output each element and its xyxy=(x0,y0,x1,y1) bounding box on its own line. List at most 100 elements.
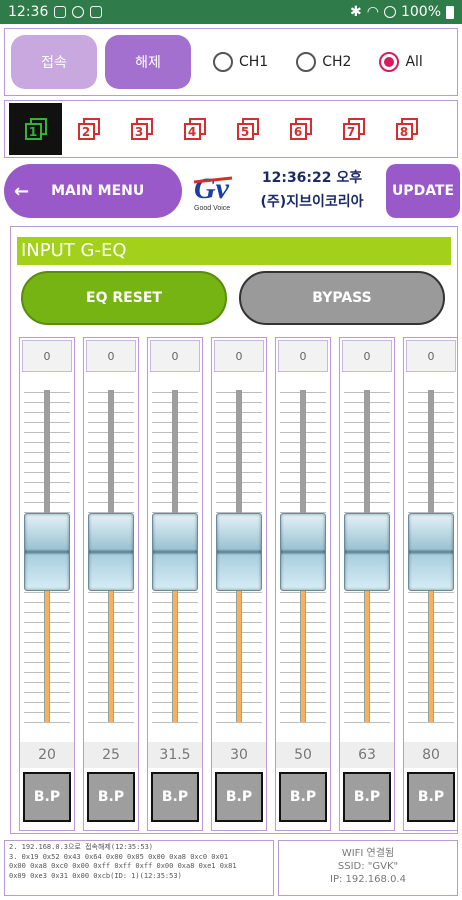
company-name: (주)지브이코리아 xyxy=(260,194,364,210)
band-bypass-button[interactable]: B.P xyxy=(343,772,391,822)
main-menu-button[interactable]: ← MAIN MENU xyxy=(4,164,182,218)
back-arrow-icon: ← xyxy=(14,180,30,202)
gain-value: 0 xyxy=(406,340,456,372)
battery-level: 100% xyxy=(400,4,441,20)
bypass-button[interactable]: BYPASS xyxy=(239,271,445,325)
radio-label: CH2 xyxy=(322,54,352,70)
radio-all[interactable]: All xyxy=(379,52,423,72)
band-frequency: 63 xyxy=(340,742,394,768)
radio-label: All xyxy=(405,54,423,70)
update-button[interactable]: UPDATE xyxy=(386,164,460,218)
fader-knob[interactable] xyxy=(88,513,134,591)
logo-g: Gv xyxy=(194,172,230,205)
channel-selector: 1 2 3 4 5 6 7 8 xyxy=(4,100,458,158)
channel-copy-icon: 8 xyxy=(395,118,418,140)
channel-button-6[interactable]: 6 xyxy=(274,103,327,155)
band-bypass-button[interactable]: B.P xyxy=(215,772,263,822)
main-menu-label: MAIN MENU xyxy=(51,183,145,199)
wifi-ssid: SSID: "GVK" xyxy=(337,861,399,872)
log-line: 0x09 0xe3 0x31 0x00 0xcb(ID: 1)(12:35:53… xyxy=(9,871,182,880)
battery-icon xyxy=(446,5,454,19)
status-time: 12:36 xyxy=(8,4,49,20)
band-frequency: 20 xyxy=(20,742,74,768)
band-bypass-button[interactable]: B.P xyxy=(407,772,455,822)
fader-knob[interactable] xyxy=(280,513,326,591)
fader-fill xyxy=(173,591,177,722)
message-log: 2. 192.168.0.3으로 접속해제(12:35:53)3. 0x19 0… xyxy=(4,840,274,896)
channel-number: 3 xyxy=(130,123,148,140)
channel-copy-icon: 3 xyxy=(130,118,153,140)
band-bypass-button[interactable]: B.P xyxy=(87,772,135,822)
clock-display: 12:36:22 오후 (주)지브이코리아 xyxy=(244,166,380,214)
radio-ch2[interactable]: CH2 xyxy=(296,52,351,72)
channel-copy-icon: 2 xyxy=(77,118,100,140)
channel-number: 1 xyxy=(24,123,42,140)
radio-ch1[interactable]: CH1 xyxy=(213,52,268,72)
bluetooth-icon: ✱ xyxy=(350,4,362,20)
channel-number: 2 xyxy=(77,123,95,140)
channel-button-1[interactable]: 1 xyxy=(9,103,62,155)
wifi-status: WIFI 연결됨 xyxy=(341,848,395,859)
log-line: 0x00 0xa8 0xc0 0x00 0xff 0xff 0xff 0x00 … xyxy=(9,862,237,870)
eq-title: INPUT G-EQ xyxy=(17,237,451,265)
wifi-ip: IP: 192.168.0.4 xyxy=(330,874,406,885)
channel-button-2[interactable]: 2 xyxy=(62,103,115,155)
clock-time: 12:36:22 오후 xyxy=(261,170,363,186)
gain-value: 0 xyxy=(86,340,136,372)
log-line: 3. 0x19 0x52 0x43 0x64 0x00 0x05 0x00 0x… xyxy=(9,852,229,861)
connect-button[interactable]: 접속 xyxy=(11,35,97,89)
channel-number: 4 xyxy=(183,123,201,140)
channel-button-7[interactable]: 7 xyxy=(327,103,380,155)
fader-fill xyxy=(301,591,305,722)
gain-value: 0 xyxy=(214,340,264,372)
channel-copy-icon: 6 xyxy=(289,118,312,140)
channel-number: 5 xyxy=(236,123,254,140)
channel-button-8[interactable]: 8 xyxy=(380,103,433,155)
band-bypass-button[interactable]: B.P xyxy=(279,772,327,822)
sync-icon xyxy=(72,6,85,18)
fader-knob[interactable] xyxy=(408,513,454,591)
fader-knob[interactable] xyxy=(344,513,390,591)
eq-reset-button[interactable]: EQ RESET xyxy=(21,271,227,325)
connection-panel: 접속 해제 CH1 CH2 All xyxy=(4,28,458,96)
status-bar: 12:36 ✱ ◠ 100% xyxy=(0,0,462,24)
gain-value: 0 xyxy=(22,340,72,372)
radio-indicator-icon xyxy=(213,52,233,72)
wifi-status-panel: WIFI 연결됨 SSID: "GVK" IP: 192.168.0.4 xyxy=(278,840,458,896)
band-frequency: 31.5 xyxy=(148,742,202,768)
gain-value: 0 xyxy=(278,340,328,372)
band-frequency: 30 xyxy=(212,742,266,768)
band-bypass-button[interactable]: B.P xyxy=(23,772,71,822)
do-not-disturb-icon xyxy=(383,6,396,18)
channel-copy-icon: 4 xyxy=(183,118,206,140)
fader-knob[interactable] xyxy=(152,513,198,591)
fader-knob[interactable] xyxy=(216,513,262,591)
gain-value: 0 xyxy=(342,340,392,372)
channel-button-3[interactable]: 3 xyxy=(115,103,168,155)
fader-fill xyxy=(429,591,433,722)
disconnect-button[interactable]: 해제 xyxy=(105,35,191,89)
fader-fill xyxy=(45,591,49,722)
channel-button-4[interactable]: 4 xyxy=(168,103,221,155)
channel-number: 6 xyxy=(289,123,307,140)
channel-copy-icon: 5 xyxy=(236,118,259,140)
fader-knob[interactable] xyxy=(24,513,70,591)
band-bypass-button[interactable]: B.P xyxy=(151,772,199,822)
gv-logo: Gv Good Voice xyxy=(188,164,238,214)
channel-button-5[interactable]: 5 xyxy=(221,103,274,155)
fader-fill xyxy=(365,591,369,722)
notification-icon xyxy=(54,6,67,18)
channel-number: 7 xyxy=(342,123,360,140)
radio-indicator-icon xyxy=(379,52,400,72)
radio-indicator-icon xyxy=(296,52,317,72)
wifi-icon: ◠ xyxy=(366,4,379,20)
band-frequency: 50 xyxy=(276,742,330,768)
